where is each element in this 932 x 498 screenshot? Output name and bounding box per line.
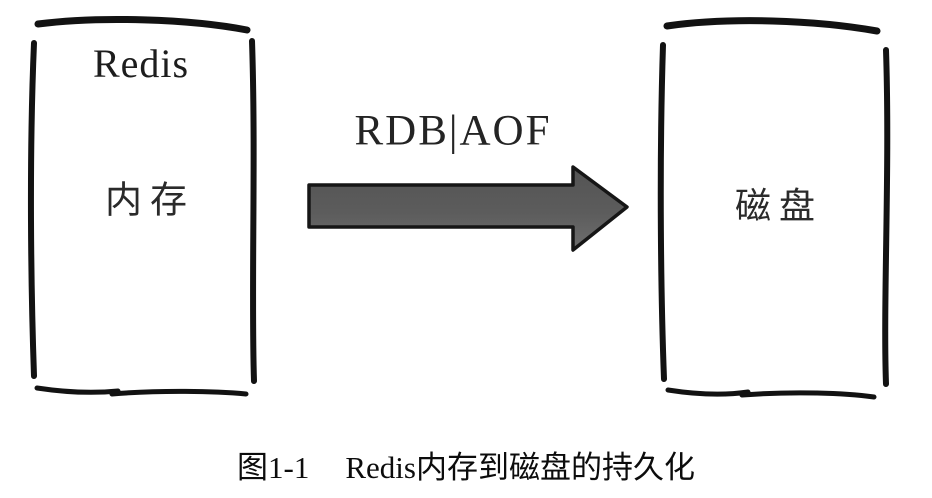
right-box-label: 磁盘: [734, 186, 824, 226]
left-box-bottom-stroke-2: [109, 388, 249, 397]
right-box-right-stroke: [882, 47, 891, 387]
right-box-bottom-stroke-2: [739, 390, 877, 400]
left-box-top-stroke: [34, 15, 251, 34]
right-box: [657, 17, 891, 400]
right-box-bottom-stroke: [665, 387, 751, 397]
left-box-left-stroke: [27, 40, 37, 379]
left-box-title: Redis: [92, 41, 190, 86]
figure-title: Redis内存到磁盘的持久化: [345, 450, 695, 485]
persistence-arrow: [307, 165, 629, 252]
left-box-label: 内存: [105, 180, 195, 222]
right-box-top-stroke: [663, 17, 881, 35]
left-box-bottom-stroke: [34, 385, 121, 395]
left-box-right-stroke: [249, 38, 257, 384]
figure-caption: 图1-1 Redis内存到磁盘的持久化: [0, 442, 932, 487]
arrow-label: RDB|AOF: [354, 107, 552, 155]
figure-number: 图1-1: [237, 450, 310, 485]
right-box-left-stroke: [657, 42, 667, 382]
left-box: [27, 15, 257, 397]
